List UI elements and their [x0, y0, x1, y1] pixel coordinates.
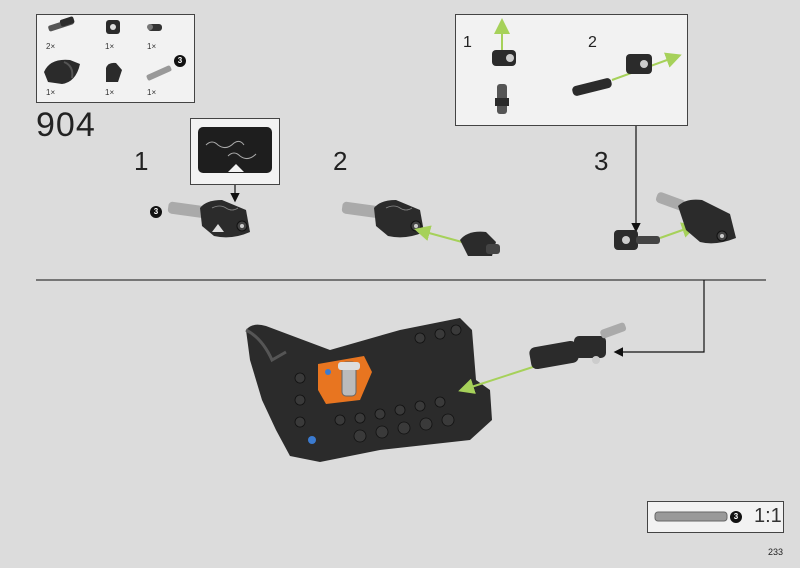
connector-icon: [106, 20, 120, 34]
part-qty: 1×: [46, 88, 56, 97]
axle-scale-bar: [654, 511, 728, 522]
page-number: 233: [768, 547, 784, 557]
scale-label: 1:1: [754, 505, 782, 527]
curved-panel-icon: [44, 59, 80, 84]
axle-pin-icon: [48, 16, 75, 32]
step-number-2: 2: [333, 146, 348, 176]
part-qty: 1×: [105, 88, 115, 97]
callout-sub1-art: [492, 18, 516, 114]
part-qty: 1×: [105, 42, 115, 51]
step-number-1: 1: [134, 146, 149, 176]
model-number: 904: [36, 106, 96, 144]
part-qty: 2×: [46, 42, 56, 51]
step1-assembly: [167, 200, 250, 238]
bush-icon: [147, 24, 162, 31]
axle-length-badge: 3: [174, 55, 186, 67]
small-panel-icon: [106, 62, 122, 82]
step2-assembly: [341, 200, 500, 256]
step3-assembly: [614, 192, 736, 250]
step1-axle-badge: 3: [150, 206, 162, 218]
callout-sub2-art: [572, 52, 682, 96]
callout-step-1: 1: [463, 34, 472, 51]
decal-sticker: [198, 127, 272, 173]
step-number-3: 3: [594, 146, 609, 176]
main-assembly: [245, 318, 627, 462]
attach-arrow: [613, 280, 705, 357]
axle-3-icon: [146, 65, 172, 81]
part-qty: 1×: [147, 42, 157, 51]
scale-axle-badge: 3: [730, 511, 742, 523]
part-qty: 1×: [147, 88, 157, 97]
callout-step-2: 2: [588, 34, 597, 51]
